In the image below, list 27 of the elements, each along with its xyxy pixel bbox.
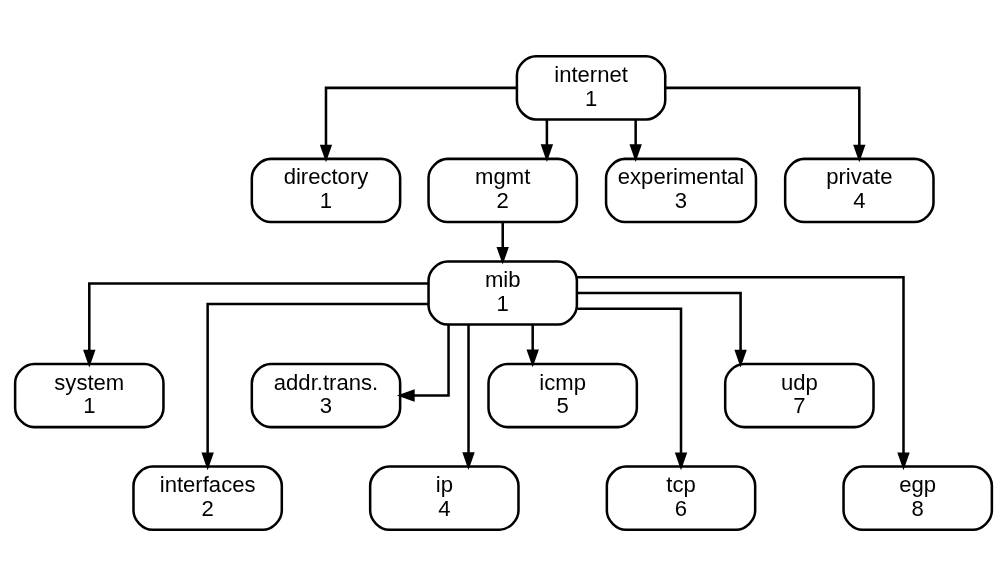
arrow	[319, 86, 517, 162]
node-box: private 4	[783, 157, 935, 223]
arrow	[496, 221, 509, 265]
arrow	[577, 275, 910, 470]
node-box: icmp 5	[487, 362, 639, 428]
node-box: udp 7	[723, 362, 875, 428]
node-box: interfaces 2	[132, 464, 284, 531]
arrow	[629, 119, 642, 162]
arrow	[397, 324, 450, 402]
arrow	[83, 281, 429, 368]
node-box: internet 1	[515, 54, 667, 121]
node-box: tcp 6	[605, 464, 757, 531]
node-box: ip 4	[368, 464, 520, 531]
arrow	[665, 86, 866, 162]
node-box: system 1	[13, 362, 165, 428]
arrow	[540, 119, 554, 162]
arrow	[577, 307, 688, 470]
node-box: experimental 3	[604, 157, 758, 223]
arrow	[462, 324, 475, 470]
arrow	[577, 291, 747, 367]
node-box: directory 1	[250, 157, 402, 223]
arrow	[526, 324, 539, 367]
node-box: mgmt 2	[427, 157, 579, 223]
node-box: egp 8	[842, 464, 994, 531]
node-box: addr.trans. 3	[250, 362, 402, 428]
arrow	[201, 302, 429, 470]
node-box: mib 1	[427, 259, 579, 326]
